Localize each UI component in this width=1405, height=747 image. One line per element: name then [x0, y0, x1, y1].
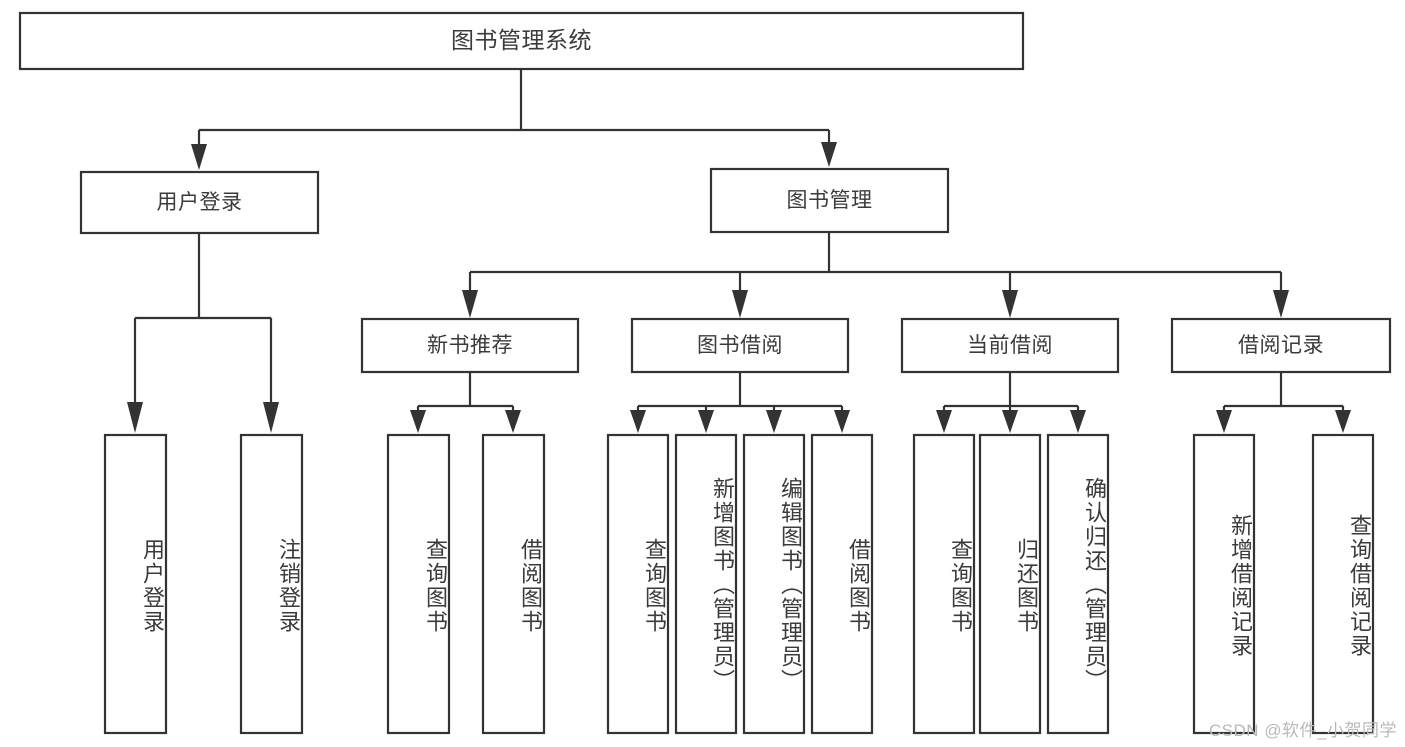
node-box-book-mgmt[interactable]	[709, 167, 950, 234]
arrow-head-current-leaf-2	[1002, 410, 1018, 433]
node-box-new-book[interactable]	[360, 317, 580, 374]
arrow-head-to-user-login	[191, 144, 207, 170]
arrow-head-current-leaf-1	[936, 410, 952, 433]
node-box-current-borrow[interactable]	[900, 317, 1120, 374]
arrow-head-borrow-leaf-1	[630, 410, 646, 433]
node-box-leaf-borrow-query[interactable]	[606, 433, 670, 735]
arrow-head-borrow-leaf-2	[698, 410, 714, 433]
arrow-head-borrow-leaf-4	[834, 410, 850, 433]
node-box-leaf-newbook-query[interactable]	[386, 433, 451, 735]
arrow-head-user-leaf-1	[127, 402, 143, 433]
node-box-leaf-borrow-add[interactable]	[674, 433, 738, 735]
arrow-head-newbook-leaf-1	[410, 410, 426, 433]
arrow-head-current-leaf-3	[1070, 410, 1086, 433]
node-box-leaf-user-logout[interactable]	[239, 433, 304, 735]
node-box-leaf-record-add[interactable]	[1192, 433, 1256, 735]
arrow-head-record-leaf-2	[1335, 410, 1351, 433]
arrow-head-record-leaf-1	[1216, 410, 1232, 433]
node-box-leaf-borrow-edit[interactable]	[742, 433, 806, 735]
node-box-book-borrow[interactable]	[630, 317, 850, 374]
node-box-user-login[interactable]	[79, 170, 320, 235]
arrow-head-borrow-leaf-3	[766, 410, 782, 433]
node-box-leaf-record-query[interactable]	[1311, 433, 1375, 735]
node-box-leaf-current-return[interactable]	[978, 433, 1042, 735]
csdn-watermark: CSDN @软件_小贺同学	[1208, 721, 1397, 740]
node-box-leaf-user-login[interactable]	[103, 433, 168, 735]
arrow-head-to-current-borrow	[1002, 290, 1018, 318]
node-box-root[interactable]	[18, 11, 1025, 71]
arrow-head-to-borrow-record	[1273, 290, 1289, 318]
node-box-leaf-current-query[interactable]	[912, 433, 976, 735]
node-box-leaf-borrow-lend[interactable]	[810, 433, 874, 735]
node-box-leaf-current-confirm[interactable]	[1046, 433, 1110, 735]
node-box-leaf-newbook-borrow[interactable]	[481, 433, 546, 735]
arrow-head-user-leaf-2	[263, 402, 279, 433]
node-box-borrow-record[interactable]	[1170, 317, 1392, 374]
arrow-head-to-book-mgmt	[821, 142, 837, 167]
arrow-head-newbook-leaf-2	[505, 410, 521, 433]
arrow-head-to-book-borrow	[732, 290, 748, 318]
arrow-head-to-new-book	[462, 290, 478, 318]
